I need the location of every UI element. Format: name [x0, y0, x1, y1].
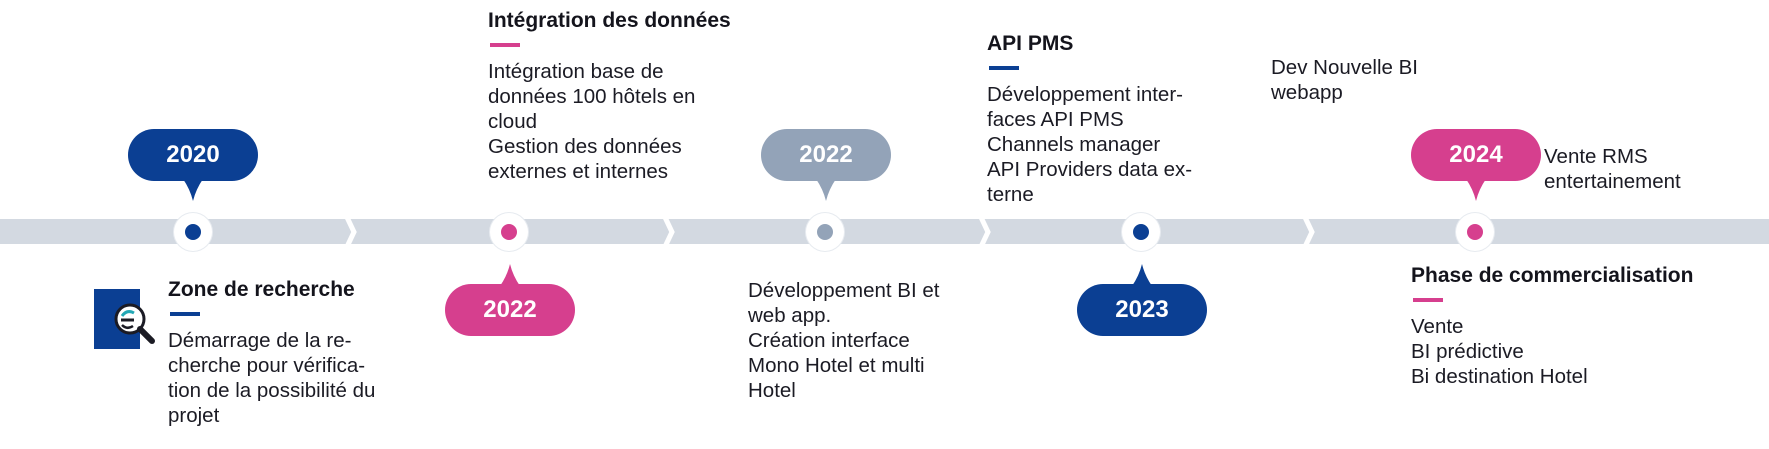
block-line: données 100 hôtels en	[488, 85, 696, 108]
block-line: terne	[987, 183, 1034, 206]
title-underline	[490, 43, 520, 47]
bubble-pointer-icon	[1466, 179, 1486, 201]
block-line: Vente RMS	[1544, 145, 1648, 168]
block-line: Développement inter-	[987, 83, 1183, 106]
milestone-node-2023	[1122, 213, 1160, 251]
block-line: Création interface	[748, 329, 910, 352]
chevron-separator-icon	[968, 193, 991, 271]
block-line: webapp	[1271, 81, 1343, 104]
year-bubble-2024: 2024	[1411, 129, 1541, 201]
milestone-node-2024	[1456, 213, 1494, 251]
timeline-track	[0, 219, 1769, 244]
block-line: Channels manager	[987, 133, 1161, 156]
year-bubble-2022-b: 2022	[761, 129, 891, 201]
block-vente-rms: Vente RMS entertainement	[1544, 144, 1681, 194]
bubble-pointer-icon	[183, 179, 203, 201]
year-label: 2023	[1115, 296, 1169, 323]
block-line: tion de la possibilité du	[168, 379, 376, 402]
year-label: 2024	[1449, 141, 1503, 168]
block-line: Vente	[1411, 315, 1464, 338]
milestone-node-2020	[174, 213, 212, 251]
milestone-node-2022-a	[490, 213, 528, 251]
milestone-dot	[185, 224, 201, 240]
bubble-pointer-icon	[1132, 264, 1152, 286]
bubble-pointer-icon	[816, 179, 836, 201]
milestone-dot	[501, 224, 517, 240]
block-line: projet	[168, 404, 220, 427]
block-line: Intégration base de	[488, 60, 664, 83]
block-line: Démarrage de la re-	[168, 329, 352, 352]
chevron-separator-icon	[652, 193, 675, 271]
milestone-dot	[817, 224, 833, 240]
block-line: Bi destination Hotel	[1411, 365, 1588, 388]
block-line: Mono Hotel et multi	[748, 354, 925, 377]
title-underline	[1413, 298, 1443, 302]
chevron-separator-icon	[334, 193, 357, 271]
block-line: Dev Nouvelle BI	[1271, 56, 1418, 79]
bubble-pointer-icon	[500, 264, 520, 286]
block-title: Intégration des données	[488, 9, 731, 32]
block-line: BI prédictive	[1411, 340, 1524, 363]
search-research-icon	[94, 289, 156, 351]
block-line: externes et internes	[488, 160, 669, 183]
block-line: cherche pour vérifica-	[168, 354, 366, 377]
block-dev-bi: Développement BI et web app. Création in…	[748, 278, 939, 403]
year-bubble-2023: 2023	[1077, 264, 1207, 336]
year-bubble-2020: 2020	[128, 129, 258, 201]
title-underline	[989, 66, 1019, 70]
year-label: 2022	[799, 141, 853, 168]
block-commercialisation: Phase de commercialisation Vente BI préd…	[1411, 263, 1693, 389]
block-integration: Intégration des données Intégration base…	[488, 8, 731, 184]
block-zone-recherche: Zone de recherche Démarrage de la re- ch…	[168, 277, 375, 428]
block-title: Phase de commercialisation	[1411, 264, 1694, 287]
block-line: Hotel	[748, 379, 796, 402]
chevron-separator-icon	[1292, 193, 1315, 271]
block-title: Zone de recherche	[168, 278, 355, 301]
block-api-pms: API PMS Développement inter- faces API P…	[987, 31, 1192, 207]
title-underline	[170, 312, 200, 316]
block-line: cloud	[488, 110, 538, 133]
block-title: API PMS	[987, 32, 1074, 55]
block-line: faces API PMS	[987, 108, 1124, 131]
block-line: Gestion des données	[488, 135, 682, 158]
year-bubble-2022-a: 2022	[445, 264, 575, 336]
block-line: API Providers data ex-	[987, 158, 1193, 181]
milestone-node-2022-b	[806, 213, 844, 251]
milestone-dot	[1467, 224, 1483, 240]
block-line: entertainement	[1544, 170, 1681, 193]
block-line: Développement BI et	[748, 279, 940, 302]
year-label: 2022	[483, 296, 537, 323]
year-label: 2020	[166, 141, 220, 168]
block-line: web app.	[748, 304, 832, 327]
block-dev-nouvelle-bi: Dev Nouvelle BI webapp	[1271, 55, 1418, 105]
milestone-dot	[1133, 224, 1149, 240]
